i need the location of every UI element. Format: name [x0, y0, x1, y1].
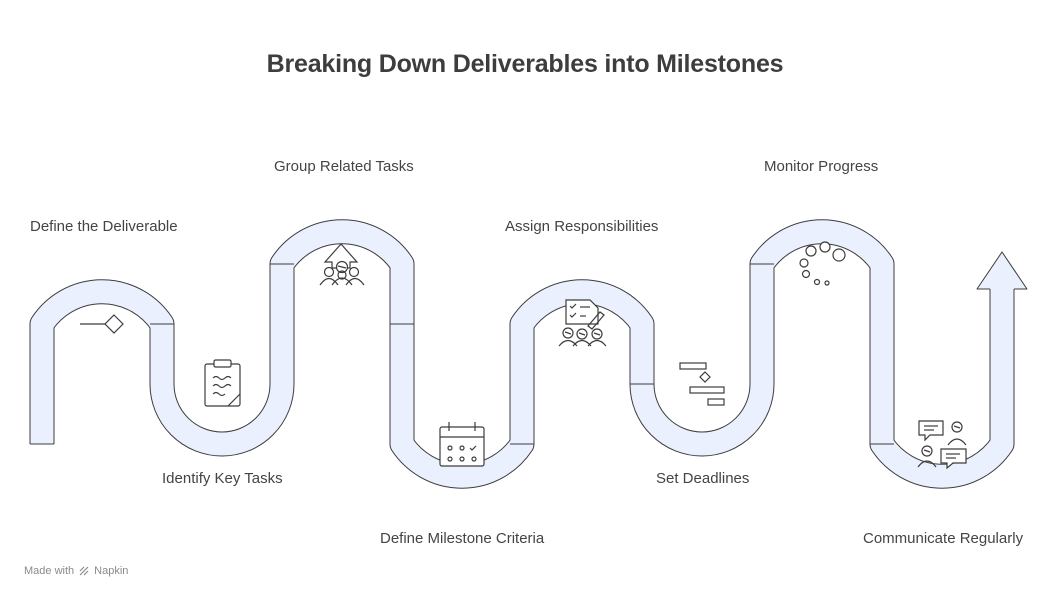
segment-dividers — [150, 263, 894, 445]
loading-circles-icon — [799, 241, 846, 286]
step-label-identify-key-tasks: Identify Key Tasks — [162, 470, 283, 487]
diamond-milestone-icon — [80, 314, 124, 334]
checklist-team-icon — [558, 299, 607, 347]
step-label-communicate-regularly: Communicate Regularly — [863, 530, 1024, 547]
road-fill — [30, 220, 1014, 488]
step-label-group-related-tasks: Group Related Tasks — [274, 158, 414, 175]
step-label-define-milestone-criteria: Define Milestone Criteria — [380, 530, 545, 547]
step-label-set-deadlines: Set Deadlines — [656, 470, 750, 487]
footer-prefix: Made with — [24, 565, 75, 577]
arrow-head — [976, 251, 1028, 290]
footer-brand: Napkin — [94, 565, 129, 577]
gantt-timeline-icon — [679, 362, 725, 406]
calendar-icon — [439, 422, 485, 467]
clipboard-icon — [204, 359, 241, 407]
chat-people-icon — [917, 420, 967, 470]
step-label-define-deliverable: Define the Deliverable — [30, 218, 178, 235]
napkin-logo-icon — [79, 566, 89, 576]
page-title: Breaking Down Deliverables into Mileston… — [266, 50, 784, 78]
team-arrow-up-icon — [319, 243, 365, 286]
step-label-assign-responsibilities: Assign Responsibilities — [505, 218, 659, 235]
footer-credit: Made with Napkin — [24, 565, 128, 577]
step-label-monitor-progress: Monitor Progress — [764, 158, 879, 175]
